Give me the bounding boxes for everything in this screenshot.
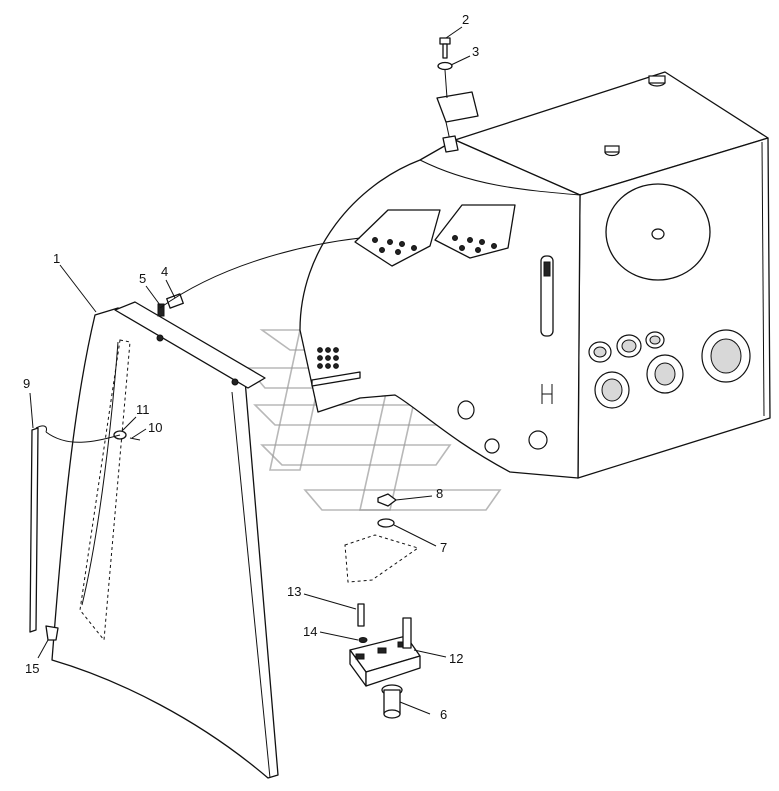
callout-labels: 1 2 3 4 5 6 7 8 9 10 11 12 13 14 15 [23,12,479,722]
callout-11: 11 [136,402,150,417]
callout-10: 10 [148,420,162,435]
callout-14: 14 [303,624,317,639]
assembly-lines [45,69,448,443]
main-housing [299,71,771,479]
callout-7: 7 [440,540,447,555]
callout-3: 3 [472,44,479,59]
callout-15: 15 [25,661,39,676]
callout-8: 8 [436,486,443,501]
callout-1: 1 [53,251,60,266]
hardware [29,37,459,643]
callout-2: 2 [462,12,469,27]
door-panel [51,307,279,779]
striker-pin [381,684,403,719]
cover-plate [344,534,420,583]
vent-dots [317,347,339,369]
callout-6: 6 [440,707,447,722]
leader-lines [29,26,471,715]
callout-13: 13 [287,584,301,599]
callout-4: 4 [161,264,168,279]
latch-assembly [349,617,421,687]
callout-9: 9 [23,376,30,391]
callout-5: 5 [139,271,146,286]
hinge-strip [114,293,266,389]
callout-12: 12 [449,651,463,666]
